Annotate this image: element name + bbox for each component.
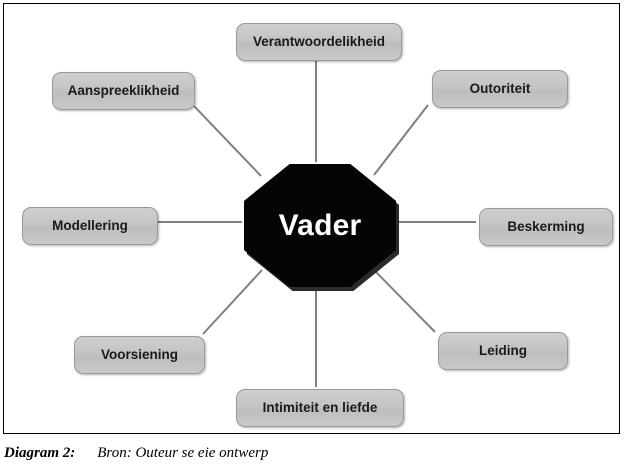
node-label: Voorsiening [100, 347, 178, 363]
node-outoriteit[interactable]: Outoriteit [432, 70, 568, 108]
node-verantwoordelikheid[interactable]: Verantwoordelikheid [236, 23, 402, 61]
connector-voorsiening [202, 269, 263, 335]
node-label: Leiding [479, 343, 527, 359]
node-beskerming[interactable]: Beskerming [479, 208, 613, 246]
node-voorsiening[interactable]: Voorsiening [74, 336, 205, 374]
node-intimiteit-en-liefde[interactable]: Intimiteit en liefde [236, 389, 404, 427]
node-leiding[interactable]: Leiding [438, 332, 568, 370]
caption-label: Diagram 2: [4, 444, 76, 461]
node-label: Outoriteit [469, 81, 531, 97]
connector-aanspreeklikheid [193, 105, 262, 177]
node-label: Beskerming [507, 219, 585, 235]
center-node-vader[interactable]: Vader [244, 164, 396, 287]
connector-leiding [373, 269, 436, 333]
caption-source: Bron: Outeur se eie ontwerp [97, 444, 269, 461]
diagram-frame: Vader Verantwoordelikheid Outoriteit Bes… [3, 3, 620, 434]
node-modellering[interactable]: Modellering [22, 207, 158, 245]
figure-caption: Diagram 2: Bron: Outeur se eie ontwerp [4, 441, 614, 465]
center-node-label: Vader [278, 208, 362, 242]
node-label: Modellering [52, 218, 128, 234]
connector-outoriteit [373, 104, 429, 176]
node-label: Intimiteit en liefde [262, 400, 378, 416]
node-aanspreeklikheid[interactable]: Aanspreeklikheid [52, 72, 195, 110]
node-label: Verantwoordelikheid [252, 34, 386, 50]
node-label: Aanspreeklikheid [67, 83, 180, 99]
